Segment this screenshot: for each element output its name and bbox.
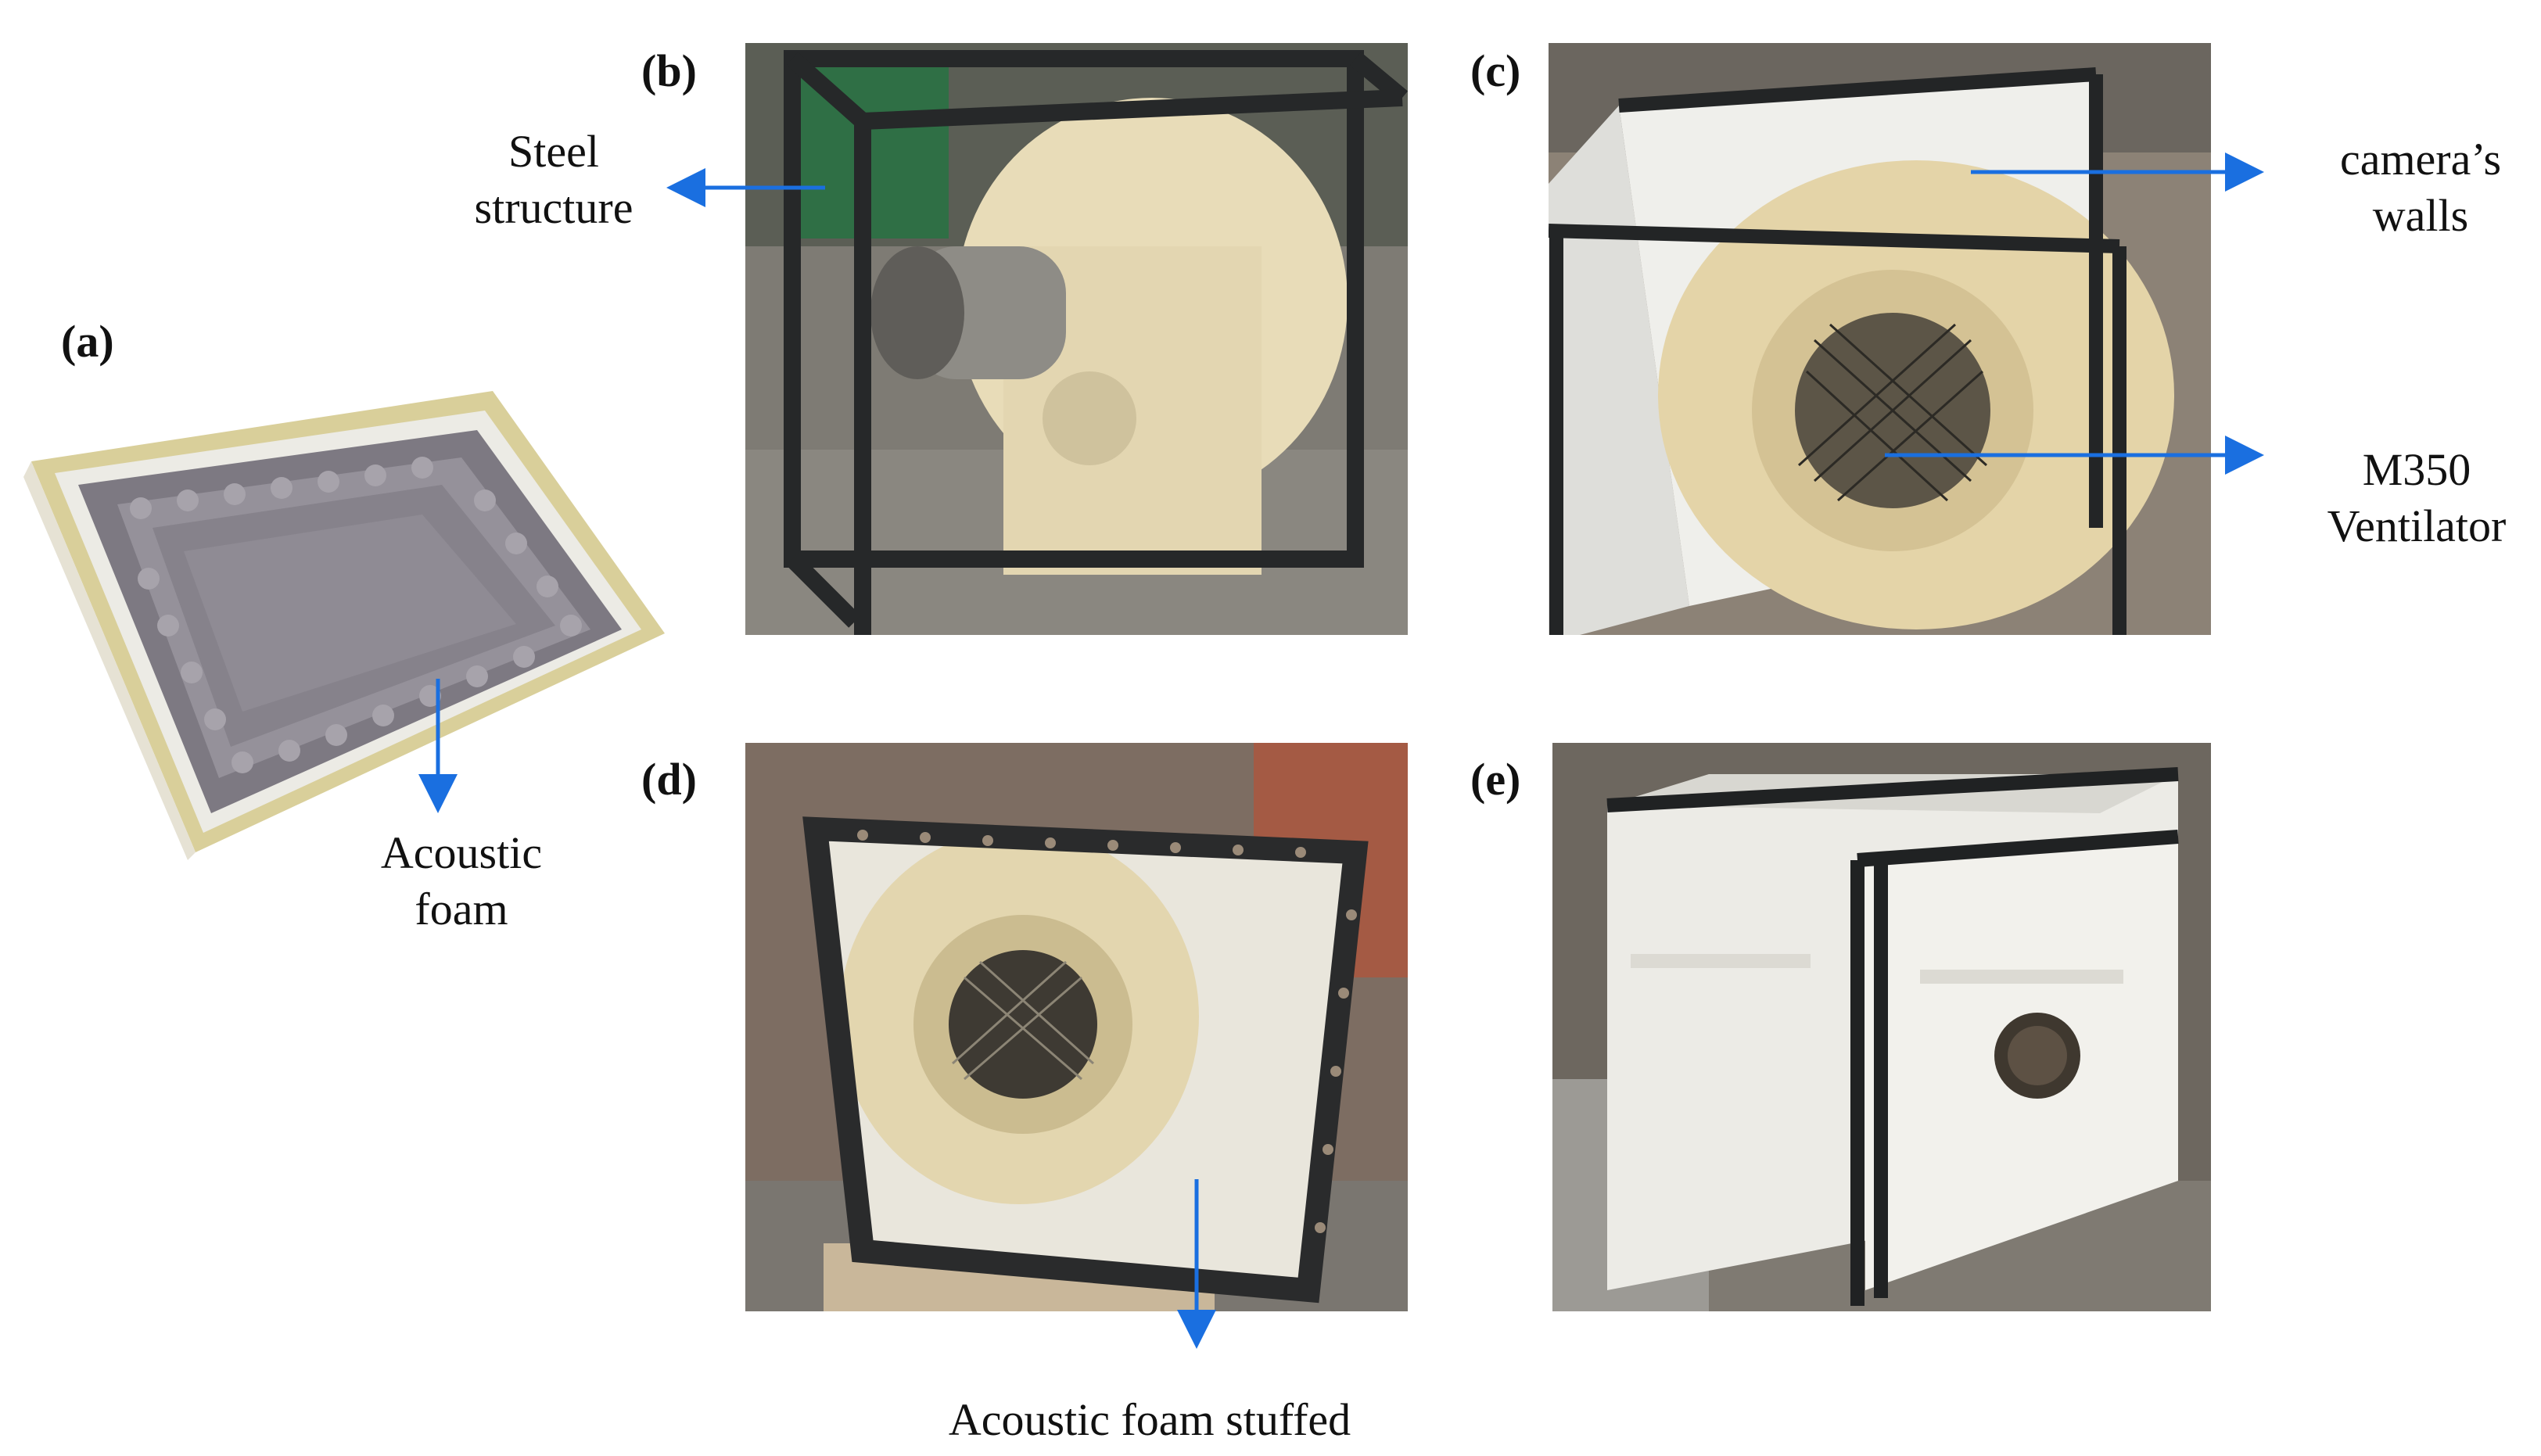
panel-label-c: (c) xyxy=(1470,45,1521,96)
photo-b-drawing xyxy=(745,43,1408,635)
panel-label-b: (b) xyxy=(641,45,697,96)
photo-steel-structure xyxy=(745,43,1408,635)
photo-ventilator-walls xyxy=(1549,43,2211,635)
callout-cameras-walls-line1: camera’s xyxy=(2339,134,2502,185)
callout-m350-ventilator: M350 Ventilator xyxy=(2299,442,2534,554)
callout-acoustic-foam-line1: Acoustic xyxy=(380,827,543,878)
foam-waves xyxy=(130,457,582,773)
callout-m350-ventilator-line2: Ventilator xyxy=(2327,500,2507,551)
callout-m350-ventilator-line1: M350 xyxy=(2362,444,2471,495)
callout-cameras-walls-line2: walls xyxy=(2372,190,2469,241)
box-side xyxy=(23,461,196,860)
panel-label-e: (e) xyxy=(1470,754,1521,805)
foam-inner xyxy=(184,515,516,712)
callout-acoustic-foam-stuffed: Acoustic foam stuffed xyxy=(948,1394,1351,1445)
callout-cameras-walls: camera’s walls xyxy=(2315,131,2526,244)
photo-acoustic-foam-box xyxy=(23,375,673,860)
callout-acoustic-foam-line2: foam xyxy=(415,884,508,934)
callout-steel-structure-line2: structure xyxy=(474,182,633,233)
photo-a-drawing xyxy=(23,391,665,860)
callout-steel-structure: Steel structure xyxy=(452,124,655,236)
photo-foam-stuffed xyxy=(745,743,1408,1311)
photo-closed-enclosure xyxy=(1552,743,2211,1311)
panel-label-a: (a) xyxy=(61,316,114,367)
callout-acoustic-foam: Acoustic foam xyxy=(356,825,567,938)
photo-c-drawing xyxy=(1549,43,2211,635)
callout-steel-structure-line1: Steel xyxy=(508,126,599,177)
panel-label-d: (d) xyxy=(641,754,697,805)
photo-d-drawing xyxy=(745,743,1408,1311)
photo-e-drawing xyxy=(1552,743,2211,1311)
